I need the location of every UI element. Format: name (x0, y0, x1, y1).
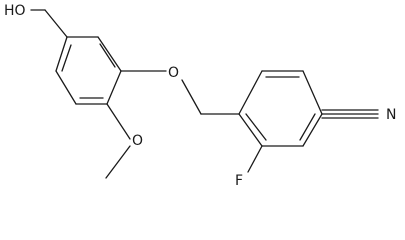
fluorine-label: F (235, 173, 243, 189)
bond (181, 79, 202, 115)
bond (55, 36, 68, 72)
bond (245, 113, 267, 141)
hydroxyl-label: HO (4, 3, 26, 19)
nitrile-nitrogen-label: N (386, 107, 396, 123)
bond (238, 113, 263, 147)
right-benzene-ring (238, 70, 323, 147)
bond (299, 113, 316, 141)
bond (99, 43, 116, 68)
bond (105, 145, 131, 179)
bond (61, 44, 72, 72)
methoxy-oxygen-label: O (132, 133, 143, 149)
structure-diagram: HO O O N F (4, 3, 397, 189)
bond (55, 70, 77, 105)
bond (44, 9, 68, 38)
bond (97, 36, 122, 72)
ether-oxygen-label: O (168, 65, 179, 81)
bond (106, 70, 122, 105)
molecule-drawing: HO O O N F (4, 3, 396, 189)
bond (247, 145, 263, 173)
left-benzene-ring (55, 36, 122, 105)
bond (302, 113, 323, 147)
bond (302, 70, 323, 115)
bond (106, 103, 131, 140)
bond (238, 70, 263, 115)
